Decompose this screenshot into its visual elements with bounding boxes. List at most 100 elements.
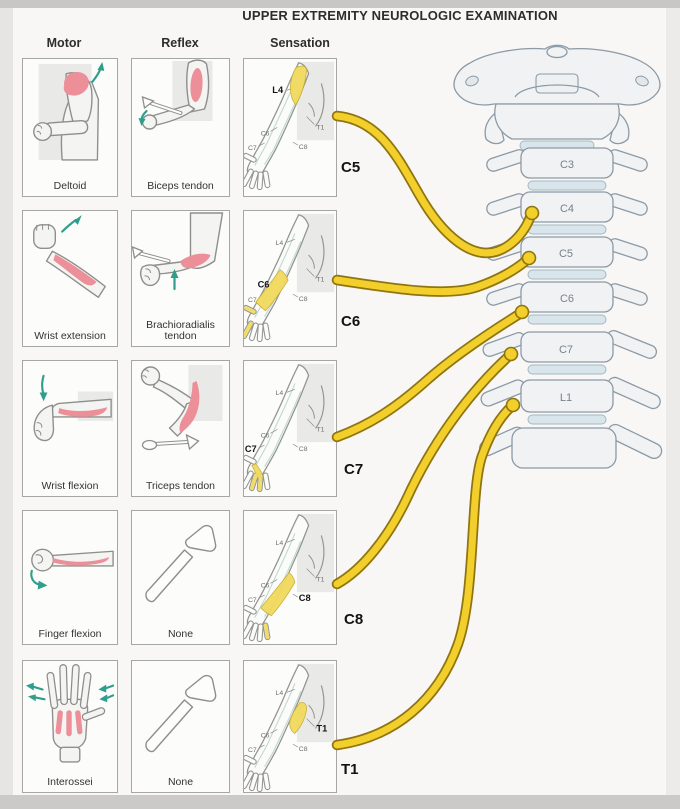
dermatome-label-t1: T1 xyxy=(316,124,324,131)
panel-motor-c6: Wrist extension xyxy=(22,210,118,347)
panel-reflex-t1: None xyxy=(131,660,230,793)
dermatome-label-c8: C8 xyxy=(299,144,308,151)
nerve-root-bulb-c7 xyxy=(514,304,530,320)
vertebra-l1: L1 xyxy=(480,376,661,425)
vertebra-c3: C3 xyxy=(486,147,648,191)
panel-reflex-c8: None xyxy=(131,510,230,645)
dermatome-arm-c6-icon: L4 T1 C6 C8 C7 xyxy=(244,211,336,342)
dermatome-label-t1: T1 xyxy=(316,576,324,583)
column-header-motor: Motor xyxy=(46,36,82,50)
page-edge-left xyxy=(0,8,13,795)
nerve-c5 xyxy=(333,112,535,257)
dermatome-label-c8: C8 xyxy=(299,593,311,603)
nerve-t1 xyxy=(333,402,516,749)
dermatome-label-c6: C6 xyxy=(258,279,270,289)
panel-motor-c8: Finger flexion xyxy=(22,510,118,645)
dermatome-label-l4: L4 xyxy=(276,690,284,697)
nerve-root-bulb-c8 xyxy=(503,346,519,362)
deltoid-illustration-icon xyxy=(33,62,105,161)
dermatome-label-l4: L4 xyxy=(276,390,284,397)
dermatome-label-c6: C6 xyxy=(261,732,270,739)
dermatome-label-c6: C6 xyxy=(261,130,270,137)
dermatome-label-c7: C7 xyxy=(248,747,257,754)
vertebra-label-c7: C7 xyxy=(559,344,573,356)
panel-sensation-c5: L4 T1 C6 C8 C7 xyxy=(243,58,337,197)
vertebra-c5: C5 xyxy=(486,236,648,280)
dermatome-arm-t1-icon: L4 T1 C6 C8 C7 xyxy=(244,661,336,792)
vertebra-label-c6: C6 xyxy=(560,293,574,305)
nerve-root-label-c6: C6 xyxy=(341,313,361,330)
panel-sensation-c7: L4 T1 C6 C8 C7 xyxy=(243,360,337,497)
panel-reflex-c6: Brachioradialis tendon xyxy=(131,210,230,347)
nerve-root-label-c7: C7 xyxy=(344,461,364,478)
vertebra-label-l1: L1 xyxy=(560,392,572,404)
triceps-reflex-illustration-icon xyxy=(140,365,223,451)
reflex-hammer-icon xyxy=(145,674,217,753)
dermatome-label-c7: C7 xyxy=(248,597,257,604)
vertebra-label-c3: C3 xyxy=(560,159,574,171)
reflex-caption: Brachioradialis tendon xyxy=(146,318,215,343)
dermatome-label-c8: C8 xyxy=(299,446,308,453)
nerve-roots xyxy=(331,110,540,751)
panel-motor-t1: Interossei xyxy=(22,660,118,793)
dermatome-label-l4: L4 xyxy=(276,540,284,547)
vertebra-label-c4: C4 xyxy=(560,203,574,215)
biceps-reflex-illustration-icon xyxy=(138,59,213,130)
dermatome-label-l4: L4 xyxy=(276,240,284,247)
panel-motor-c7: Wrist flexion xyxy=(22,360,118,497)
finger-flexion-illustration-icon xyxy=(30,548,114,590)
page-title: UPPER EXTREMITY NEUROLOGIC EXAMINATION xyxy=(242,8,558,23)
vertebra-c7: C7 xyxy=(482,330,658,375)
reflex-caption: None xyxy=(167,776,194,789)
column-header-reflex: Reflex xyxy=(161,36,199,50)
dermatome-label-c6: C6 xyxy=(261,582,270,589)
nerve-root-label-t1: T1 xyxy=(341,761,359,778)
vertebra-label-c5: C5 xyxy=(559,248,573,260)
cervical-spine-illustration: C3 C4 C5 C6 xyxy=(453,44,663,469)
nerve-c7 xyxy=(333,309,525,441)
reflex-caption: Biceps tendon xyxy=(147,180,214,193)
wrist-extension-illustration-icon xyxy=(33,215,106,298)
motor-caption: Wrist flexion xyxy=(41,480,99,493)
panel-motor-c5: Deltoid xyxy=(22,58,118,197)
dermatome-label-t1: T1 xyxy=(316,723,327,733)
nerve-root-bulb-c6 xyxy=(521,250,537,266)
vertebra-lower xyxy=(478,423,663,469)
dermatome-label-l4: L4 xyxy=(272,85,284,95)
dermatome-label-c7: C7 xyxy=(248,145,257,152)
panel-sensation-c6: L4 T1 C6 C8 C7 xyxy=(243,210,337,347)
vertebra-c4: C4 xyxy=(486,191,648,235)
nerve-root-bulb-t1 xyxy=(505,397,521,413)
brachioradialis-reflex-illustration-icon xyxy=(132,212,224,291)
dermatome-arm-c7-icon: L4 T1 C6 C8 C7 xyxy=(244,361,336,492)
nerve-root-bulb-c5 xyxy=(524,205,540,221)
dermatome-label-c6: C6 xyxy=(261,432,270,439)
dermatome-arm-c8-icon: L4 T1 C6 C8 C7 xyxy=(244,511,336,642)
wrist-flexion-illustration-icon xyxy=(33,374,114,442)
dermatome-label-c8: C8 xyxy=(299,296,308,303)
motor-caption: Deltoid xyxy=(53,180,87,193)
vertebra-c6: C6 xyxy=(486,281,648,325)
panel-reflex-c5: Biceps tendon xyxy=(131,58,230,197)
reflex-caption: None xyxy=(167,628,194,641)
reflex-caption: Triceps tendon xyxy=(145,480,216,493)
panel-reflex-c7: Triceps tendon xyxy=(131,360,230,497)
page-edge-bottom xyxy=(0,795,680,809)
column-header-sensation: Sensation xyxy=(270,36,330,50)
dermatome-arm-c5-icon: L4 T1 C6 C8 C7 xyxy=(244,59,336,190)
dermatome-label-t1: T1 xyxy=(316,426,324,433)
page-edge-right xyxy=(666,8,680,795)
dermatome-label-t1: T1 xyxy=(316,276,324,283)
nerve-c6 xyxy=(333,255,532,296)
panel-sensation-c8: L4 T1 C6 C8 C7 xyxy=(243,510,337,645)
motor-caption: Wrist extension xyxy=(34,330,106,343)
page-edge-top xyxy=(0,0,680,8)
reflex-hammer-icon xyxy=(145,524,217,603)
motor-caption: Interossei xyxy=(47,776,93,789)
dermatome-label-c7: C7 xyxy=(245,444,257,454)
dermatome-label-c8: C8 xyxy=(299,746,308,753)
dermatome-label-c7: C7 xyxy=(248,297,257,304)
nerve-root-label-c5: C5 xyxy=(341,159,361,176)
interossei-illustration-icon xyxy=(25,664,115,763)
